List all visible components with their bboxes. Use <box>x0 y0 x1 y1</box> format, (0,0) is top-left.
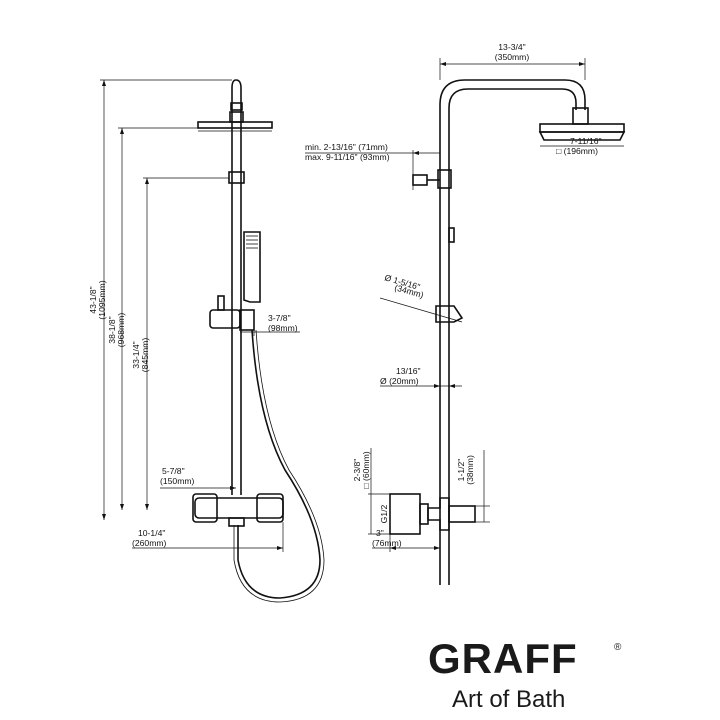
front-riser-pipe <box>230 79 243 495</box>
dim-arm-reach: 13-3/4" (350mm) <box>439 42 586 80</box>
dim-head-size-imperial: 7-11/16" <box>570 136 602 146</box>
dim-head-height-imperial: 38-1/8" <box>107 316 117 343</box>
dim-lower-pipe-metric: Ø (20mm) <box>380 376 419 386</box>
dim-slider-width-metric: (98mm) <box>268 323 298 333</box>
side-shower-head <box>538 107 626 141</box>
side-hand-holder <box>448 227 455 243</box>
dim-valve-offset: 1-1/2" (38mm) <box>456 450 490 523</box>
dim-valve-offset-metric: (38mm) <box>465 455 475 485</box>
dim-wall-distance: min. 2-13/16" (71mm) max. 9-11/16" (93mm… <box>305 142 440 190</box>
dim-valve-depth: 3" (76mm) <box>372 528 440 552</box>
dim-head-height: 38-1/8" (968mm) <box>107 127 198 510</box>
brand-tagline: Art of Bath <box>452 686 566 713</box>
side-riser-pipe <box>439 79 586 585</box>
dim-valve-reach-metric: (260mm) <box>132 538 167 548</box>
side-view: 13-3/4" (350mm) 7-11/16" □ (196mm) min. … <box>305 42 626 585</box>
front-valve-body <box>192 493 284 527</box>
dim-head-size: 7-11/16" □ (196mm) <box>540 136 624 156</box>
dim-valve-depth-imperial: 3" <box>376 528 384 538</box>
dim-lower-pipe-imperial: 13/16" <box>396 366 421 376</box>
dim-valve-reach-imperial: 10-1/4" <box>138 528 165 538</box>
dim-head-height-metric: (968mm) <box>116 313 126 348</box>
dim-total-height-metric: (1095mm) <box>97 280 107 319</box>
dim-slider-width: 3-7/8" (98mm) <box>240 313 300 336</box>
front-hand-shower <box>243 231 261 303</box>
dim-valve-box-metric: □ (60mm) <box>361 451 371 488</box>
dim-head-size-metric: □ (196mm) <box>556 146 598 156</box>
dim-bracket-height-metric: (845mm) <box>140 338 150 373</box>
front-view: 43-1/8" (1095mm) 38-1/8" (968mm) 33-1/4"… <box>88 79 325 603</box>
dim-bracket-height: 33-1/4" (845mm) <box>131 177 229 510</box>
dim-valve-depth-metric: (76mm) <box>372 538 402 548</box>
front-hose <box>237 329 321 599</box>
dim-arm-reach-metric: (350mm) <box>495 52 530 62</box>
dim-valve-center-imperial: 5-7/8" <box>162 466 185 476</box>
dim-valve-reach: 10-1/4" (260mm) <box>132 522 284 552</box>
side-wall-bracket <box>412 169 452 189</box>
front-wall-bracket <box>228 171 245 184</box>
front-shower-head <box>197 111 273 132</box>
dim-arm-reach-imperial: 13-3/4" <box>498 42 525 52</box>
dim-inlet: G1/2 <box>379 504 389 523</box>
registered-mark: ® <box>614 642 622 653</box>
dim-wall-min: min. 2-13/16" (71mm) <box>305 142 388 152</box>
dim-total-height-imperial: 43-1/8" <box>88 286 98 313</box>
dim-total-height: 43-1/8" (1095mm) <box>88 79 232 520</box>
dim-valve-box: 2-3/8" □ (60mm) <box>352 448 390 535</box>
dim-bracket-height-imperial: 33-1/4" <box>131 341 141 368</box>
dim-valve-box-imperial: 2-3/8" <box>352 459 362 482</box>
dim-wall-max: max. 9-11/16" (93mm) <box>305 152 390 162</box>
dim-valve-offset-imperial: 1-1/2" <box>456 459 466 482</box>
dim-valve-center: 5-7/8" (150mm) <box>160 466 236 490</box>
dim-valve-center-metric: (150mm) <box>160 476 195 486</box>
front-slider <box>209 295 255 331</box>
brand-name: GRAFF <box>428 635 578 682</box>
brand-logo: GRAFF ® Art of Bath <box>428 638 628 714</box>
side-slider <box>435 305 464 323</box>
dim-lower-pipe: 13/16" Ø (20mm) <box>380 366 462 388</box>
dim-slider-width-imperial: 3-7/8" <box>268 313 291 323</box>
side-valve-body <box>389 493 476 535</box>
